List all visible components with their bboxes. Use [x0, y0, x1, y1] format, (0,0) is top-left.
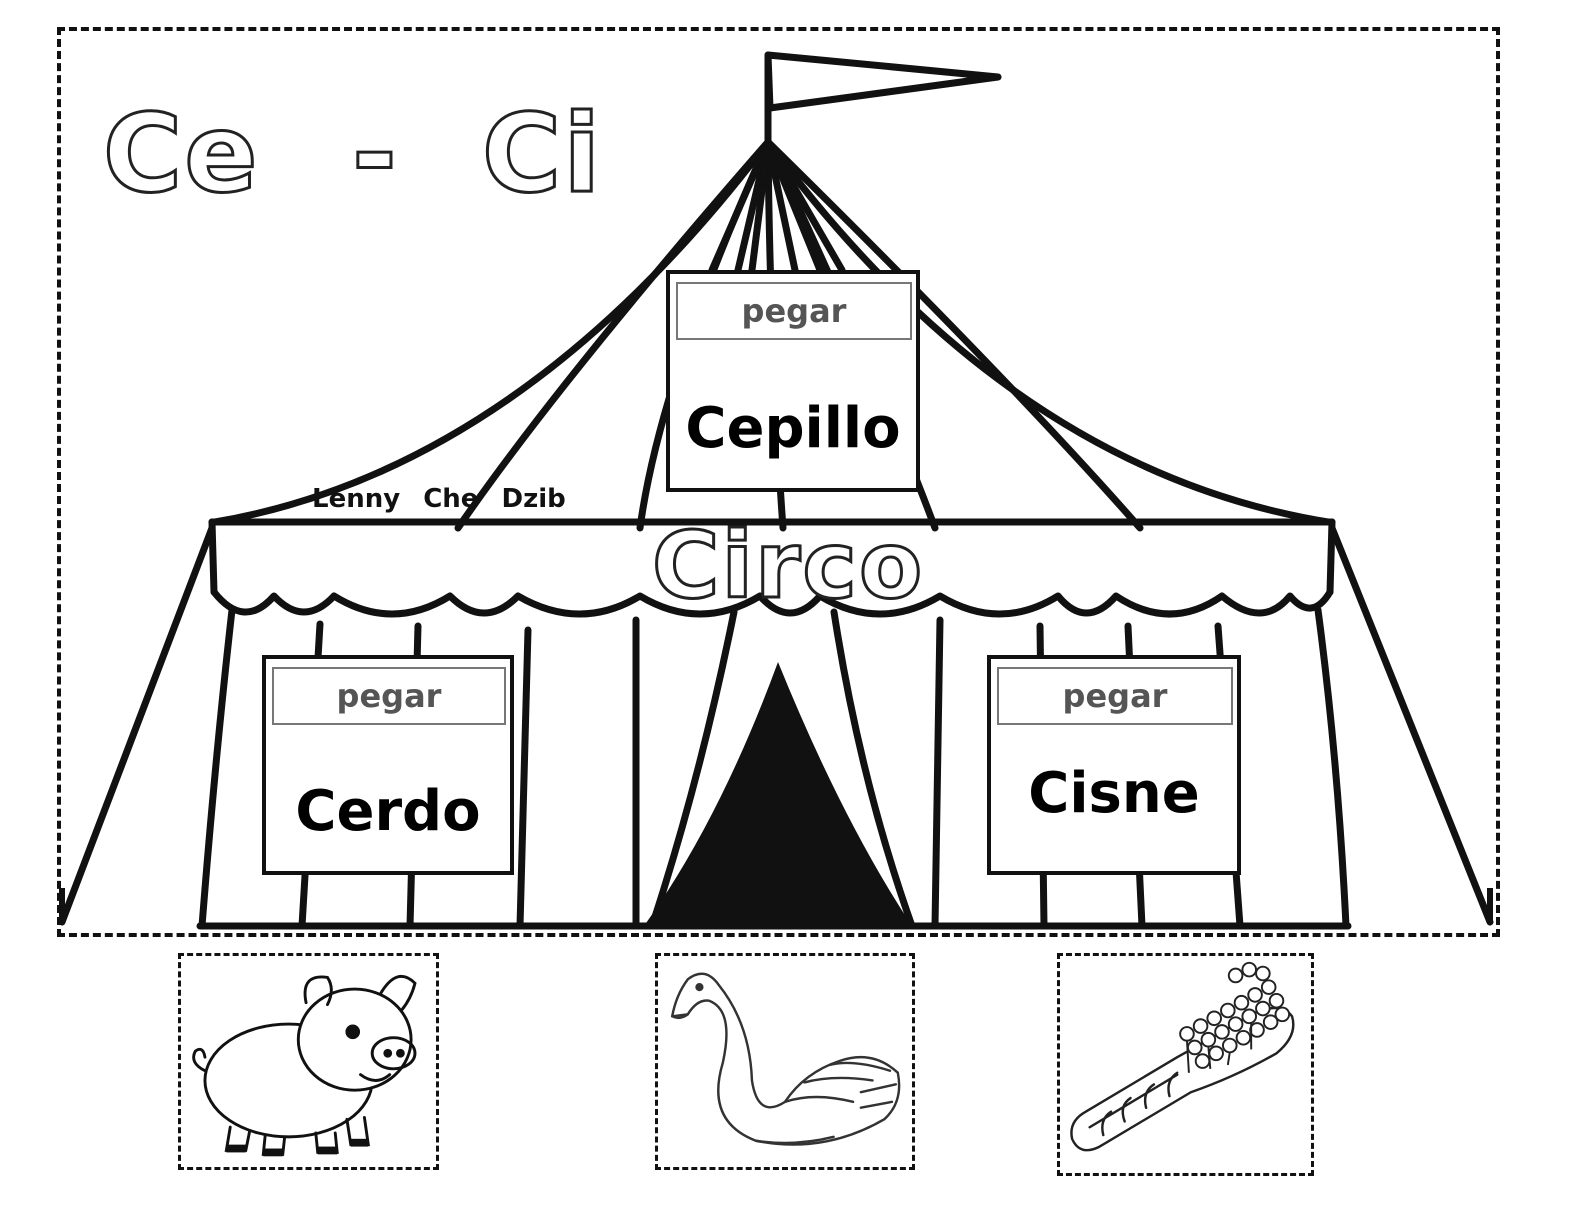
dashed-frame: [57, 27, 1500, 937]
card-word: Cisne: [1028, 761, 1200, 826]
title-ci: Ci: [480, 91, 603, 219]
title-ce: Ce: [102, 91, 260, 219]
tent-label: Circo: [650, 511, 925, 621]
card-word: Cerdo: [295, 779, 481, 844]
author-name: Lenny Che Dzib: [312, 484, 566, 514]
word-card-cepillo[interactable]: pegar Cepillo: [666, 270, 920, 492]
swan-icon: [670, 972, 901, 1146]
paste-tab: pegar: [272, 667, 506, 725]
word-card-cerdo[interactable]: pegar Cerdo: [262, 655, 514, 875]
swan-picture-box[interactable]: [655, 953, 915, 1170]
card-word: Cepillo: [685, 396, 901, 461]
toothbrush-picture-box[interactable]: [1057, 953, 1314, 1176]
toothbrush-icon: [1070, 961, 1295, 1152]
title-separator: -: [351, 91, 399, 219]
pig-icon: [192, 974, 417, 1157]
paste-tab: pegar: [676, 282, 912, 340]
paste-tab: pegar: [997, 667, 1233, 725]
pig-picture-box[interactable]: [178, 953, 439, 1170]
word-card-cisne[interactable]: pegar Cisne: [987, 655, 1241, 875]
